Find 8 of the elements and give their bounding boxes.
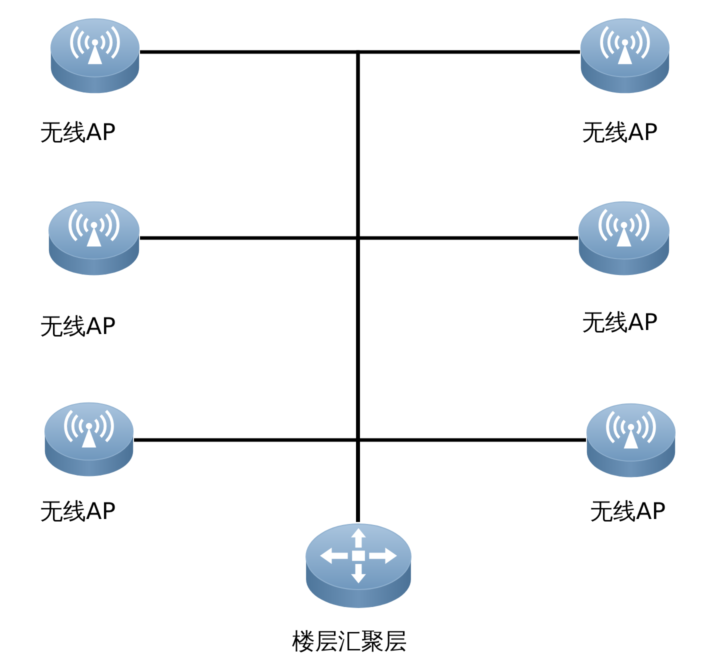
- device-label: 楼层汇聚层: [292, 628, 407, 656]
- connection-line: [356, 438, 586, 522]
- device-label: 无线AP: [40, 498, 116, 526]
- device-label: 无线AP: [590, 498, 666, 526]
- device-label: 无线AP: [582, 119, 658, 147]
- device-label: 无线AP: [40, 313, 116, 341]
- device-label: 无线AP: [582, 309, 658, 337]
- device-label: 无线AP: [40, 119, 116, 147]
